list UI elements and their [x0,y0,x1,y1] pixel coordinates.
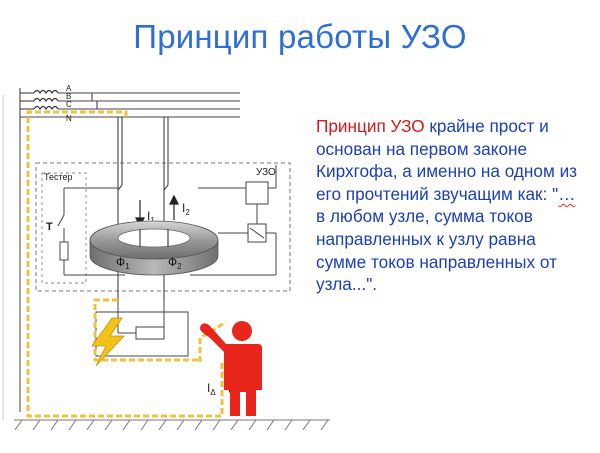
explanation-text: Принцип УЗО крайне прост и основан на пе… [316,115,588,296]
phase-label-n: N [66,114,72,123]
phase-label-c: C [66,100,72,109]
leakage-current-label: IΔ [207,381,216,397]
phase-coils [33,89,59,111]
tester-circuit [57,187,125,276]
current-i2-label: I2 [182,201,190,217]
phase-label-a: A [66,84,72,93]
uzo-label: УЗО [256,167,276,178]
tester-label: Тестер [44,172,73,182]
current-i1-label: I1 [147,209,155,225]
tester-box [41,172,87,284]
slide-title: Принцип работы УЗО [133,18,467,55]
explanation-body-2: в любом узле, сумма токов направленных к… [316,206,557,295]
explanation-ellipsis: … [558,183,576,204]
explanation-lead: Принцип УЗО [316,116,425,136]
flux-phi2-label: Ф2 [168,255,182,271]
toroidal-transformer [89,220,219,276]
t-label: T [46,221,53,233]
person-icon [200,321,262,416]
leakage-path [26,110,227,418]
uzo-enclosure [35,162,291,292]
spark-icon [91,317,125,367]
phase-label-b: B [66,92,71,101]
explanation-body-1: крайне прост и основан на первом законе … [316,116,578,204]
ground-hatch [14,419,330,431]
release-circuit [190,165,277,276]
bus-lines [19,88,240,130]
flux-phi1-label: Ф1 [116,255,130,271]
